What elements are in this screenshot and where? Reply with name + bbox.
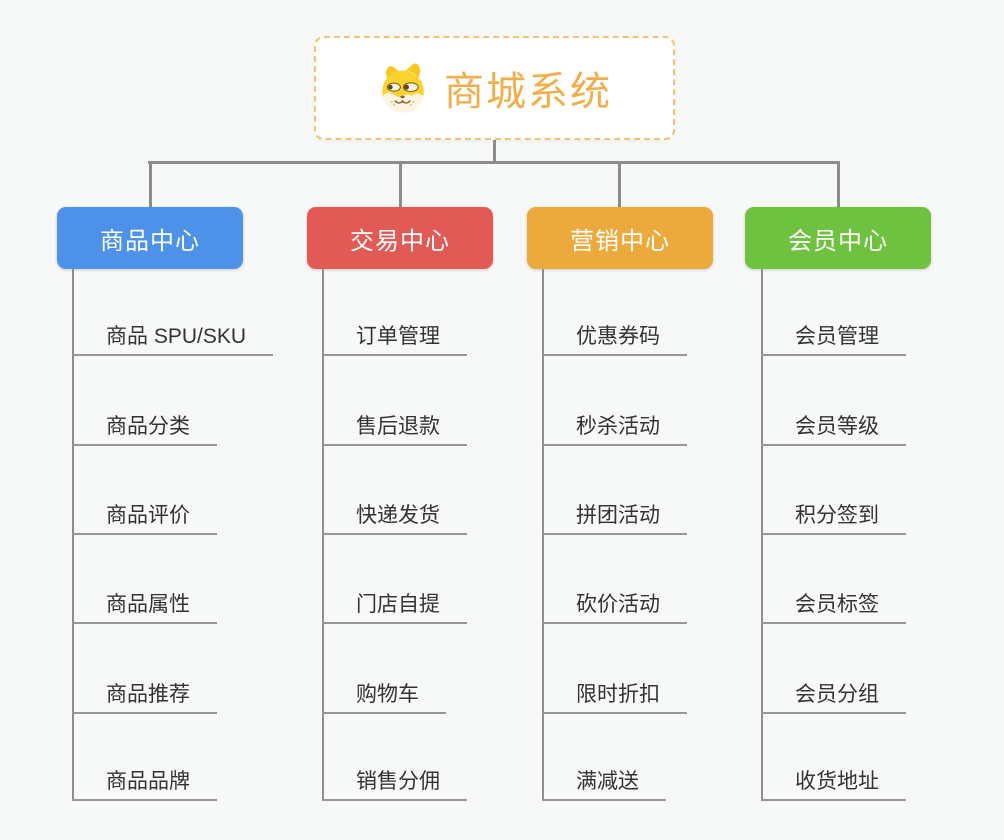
leaf-label: 拼团活动 [576,504,660,527]
branch-drop-line [618,161,621,208]
leaf-label: 收货地址 [795,770,879,793]
leaf-item[interactable]: 积分签到 [761,495,906,535]
leaf-item[interactable]: 限时折扣 [542,674,687,714]
doge-icon [382,63,424,113]
leaf-label: 购物车 [356,683,419,706]
branch-trunk-line [72,269,74,801]
leaf-item[interactable]: 满减送 [542,761,666,801]
leaf-item[interactable]: 售后退款 [322,406,467,446]
branch-node-label: 营销中心 [570,227,670,255]
leaf-item[interactable]: 会员标签 [761,584,906,624]
leaf-label: 砍价活动 [576,593,660,616]
leaf-label: 优惠券码 [576,325,660,348]
branch-trunk-line [322,269,324,801]
leaf-item[interactable]: 砍价活动 [542,584,687,624]
branch-node-label: 商品中心 [100,227,200,255]
leaf-item[interactable]: 收货地址 [761,761,906,801]
leaf-label: 门店自提 [356,593,440,616]
leaf-item[interactable]: 门店自提 [322,584,467,624]
leaf-label: 商品 SPU/SKU [106,325,247,348]
branch-trunk-line [542,269,544,801]
branch-trunk-line [761,269,763,801]
leaf-item[interactable]: 商品品牌 [72,761,217,801]
leaf-label: 会员等级 [795,415,879,438]
leaf-item[interactable]: 会员分组 [761,674,906,714]
leaf-item[interactable]: 购物车 [322,674,446,714]
leaf-label: 满减送 [576,770,639,793]
leaf-item[interactable]: 商品 SPU/SKU [72,316,274,356]
root-node[interactable]: 商城系统 [314,36,675,140]
root-connector-line [493,140,496,164]
leaf-item[interactable]: 优惠券码 [542,316,687,356]
leaf-label: 商品推荐 [106,683,190,706]
leaf-item[interactable]: 商品推荐 [72,674,217,714]
branch-connector-hline [148,161,840,164]
leaf-item[interactable]: 会员等级 [761,406,906,446]
leaf-item[interactable]: 商品评价 [72,495,217,535]
branch-node-label: 会员中心 [788,227,888,255]
leaf-label: 会员管理 [795,325,879,348]
leaf-label: 售后退款 [356,415,440,438]
branch-node-member-center[interactable]: 会员中心 [745,207,931,269]
leaf-item[interactable]: 订单管理 [322,316,467,356]
leaf-item[interactable]: 销售分佣 [322,761,467,801]
leaf-label: 商品品牌 [106,770,190,793]
leaf-label: 商品分类 [106,415,190,438]
leaf-label: 订单管理 [356,325,440,348]
leaf-item[interactable]: 秒杀活动 [542,406,687,446]
leaf-item[interactable]: 拼团活动 [542,495,687,535]
branch-node-trade-center[interactable]: 交易中心 [307,207,493,269]
root-title: 商城系统 [444,70,612,114]
leaf-item[interactable]: 商品分类 [72,406,217,446]
leaf-label: 秒杀活动 [576,415,660,438]
branch-node-label: 交易中心 [350,227,450,255]
branch-node-product-center[interactable]: 商品中心 [57,207,243,269]
leaf-label: 会员标签 [795,593,879,616]
leaf-label: 限时折扣 [576,683,660,706]
branch-drop-line [399,161,402,208]
leaf-label: 会员分组 [795,683,879,706]
leaf-item[interactable]: 会员管理 [761,316,906,356]
branch-drop-line [837,161,840,208]
branch-node-marketing-center[interactable]: 营销中心 [527,207,713,269]
leaf-label: 快递发货 [356,504,440,527]
leaf-label: 商品评价 [106,504,190,527]
leaf-label: 销售分佣 [356,770,440,793]
leaf-item[interactable]: 快递发货 [322,495,467,535]
leaf-label: 商品属性 [106,593,190,616]
branch-drop-line [149,161,152,208]
leaf-label: 积分签到 [795,504,879,527]
leaf-item[interactable]: 商品属性 [72,584,217,624]
